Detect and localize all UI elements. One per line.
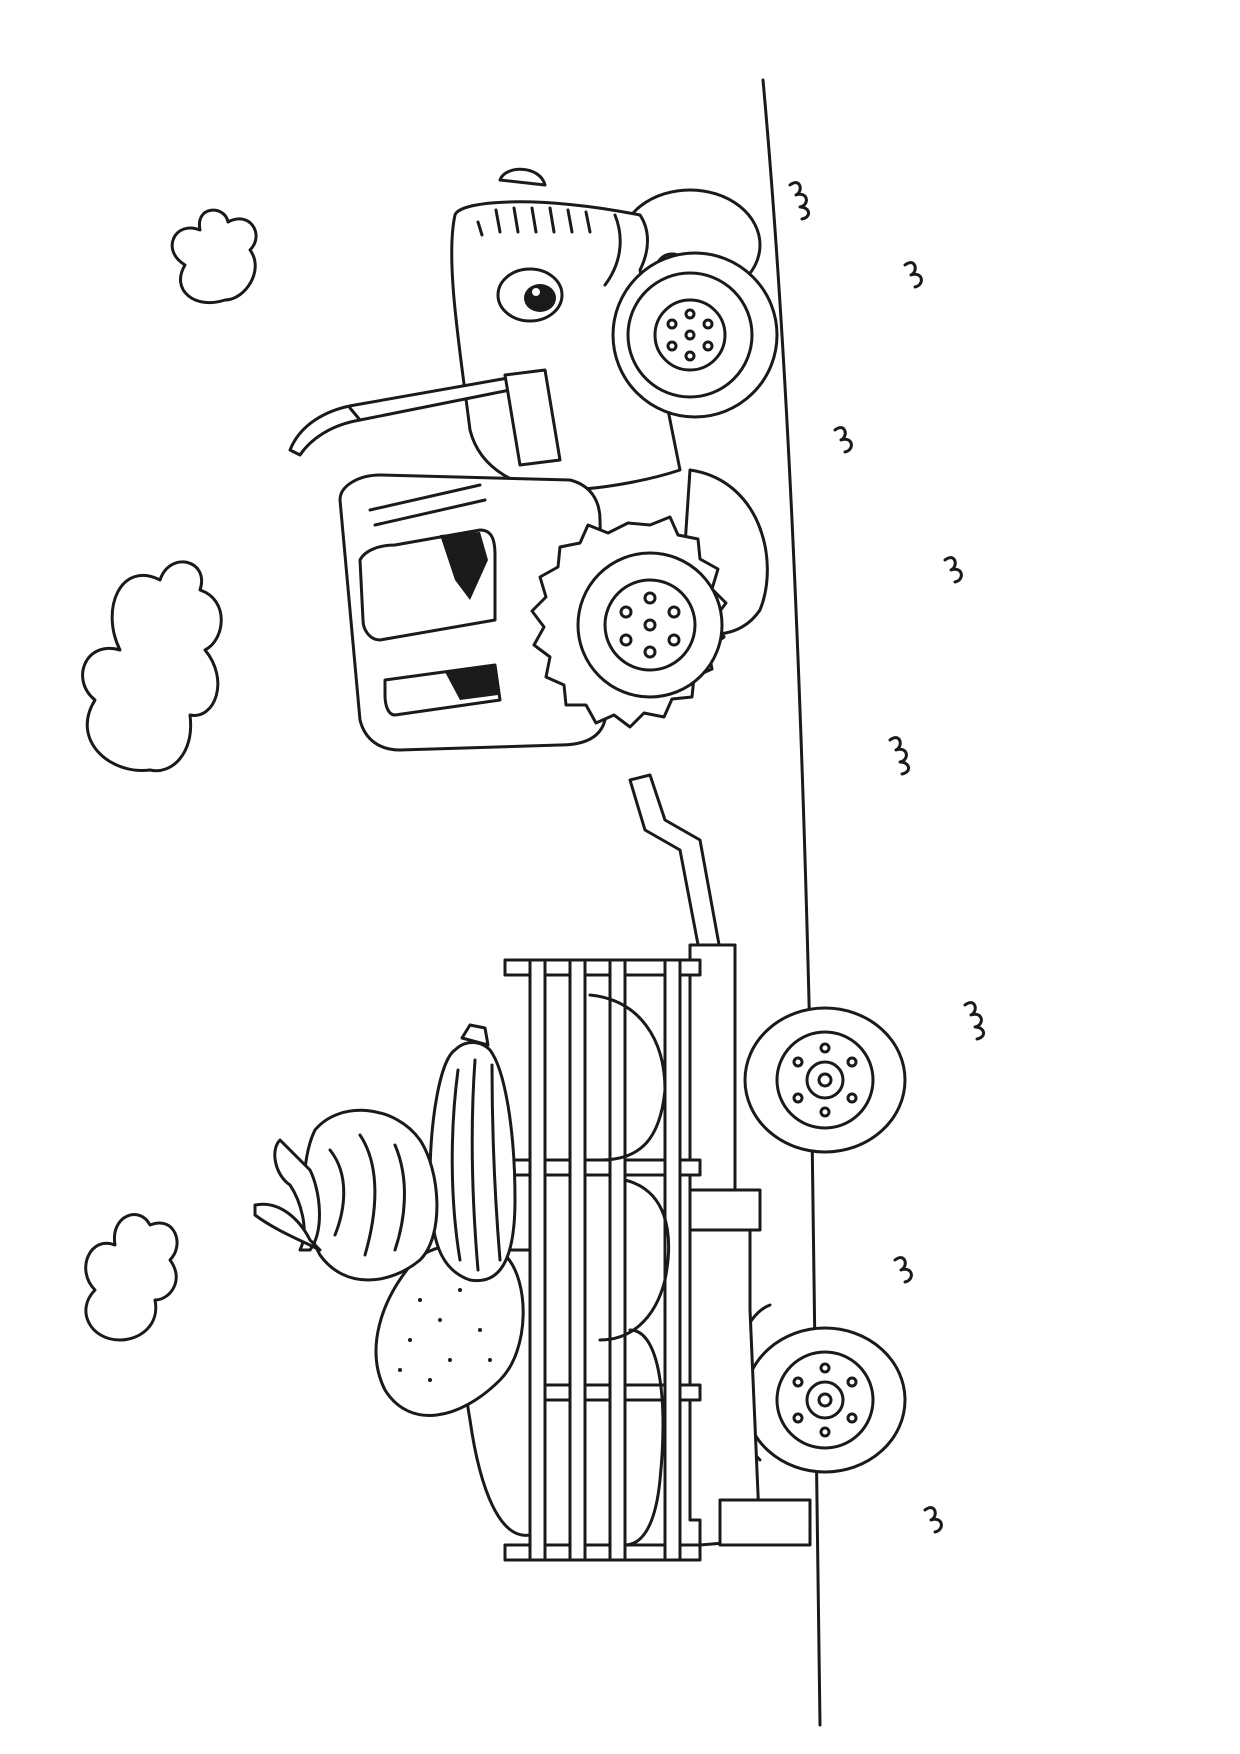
trailer-board (663, 958, 682, 1562)
cargo (253, 1023, 532, 1537)
trailer-board (568, 958, 587, 1562)
grass-tuft-icon (943, 556, 963, 584)
cloud-middle (81, 560, 223, 773)
tractor-icon (288, 167, 779, 957)
grass-tufts (788, 181, 985, 1534)
tractor-hitch (628, 773, 722, 957)
grass-tuft-icon (788, 181, 810, 221)
wheel-icon (733, 1303, 907, 1474)
grass-tuft-icon (833, 426, 853, 454)
wheel-icon (743, 1006, 907, 1154)
grass-tuft-icon (923, 1506, 943, 1534)
wheel-icon (611, 251, 779, 419)
tractor-exhaust (288, 376, 512, 457)
tractor-roof-strip (368, 483, 482, 512)
grass-tuft-icon (963, 1001, 985, 1041)
trailer-board (528, 958, 547, 1562)
trailer-bed (688, 943, 762, 1547)
trailer-icon (503, 943, 907, 1562)
zucchini-icon (623, 1328, 665, 1547)
grass-tuft-icon (888, 736, 910, 776)
tractor-eye-icon (496, 267, 564, 323)
trailer-rail (503, 1543, 702, 1562)
tractor-side-panel (503, 368, 562, 467)
trailer-board (608, 958, 627, 1562)
potato-icon (598, 1178, 671, 1342)
cabbage-icon (302, 1108, 439, 1282)
cloud-bottom (84, 1213, 179, 1342)
grass-tuft-icon (903, 261, 923, 289)
potato-icon (588, 993, 667, 1162)
grass-tuft-icon (893, 1256, 913, 1284)
tractor-grille (476, 206, 592, 237)
tractor-cap (498, 167, 547, 187)
cloud-top (170, 208, 258, 305)
tractor-smile (603, 213, 622, 287)
trailer-rail (503, 958, 702, 977)
wheel-icon (530, 515, 728, 729)
